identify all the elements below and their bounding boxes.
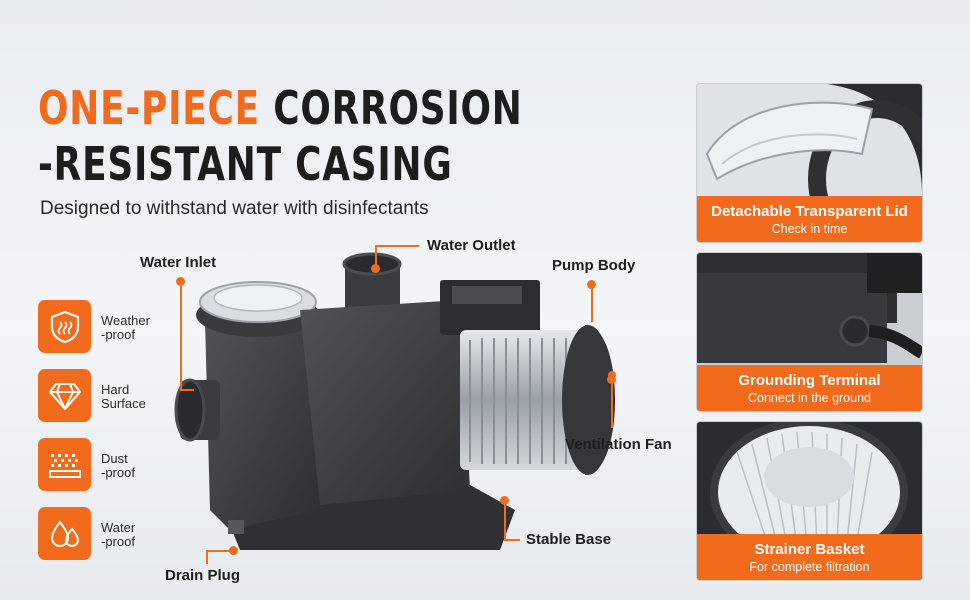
card-label: Detachable Transparent Lid Check in time <box>697 196 922 242</box>
card-grounding-terminal: Grounding Terminal Connect in the ground <box>696 252 923 412</box>
callout-leader <box>375 245 419 247</box>
callout-marker <box>607 375 616 384</box>
callout-stable-base: Stable Base <box>526 531 612 548</box>
feature-waterproof: Water -proof <box>38 507 188 561</box>
callout-pump-body: Pump Body <box>552 257 636 274</box>
feature-dustproof: Dust -proof <box>38 438 188 492</box>
weatherproof-icon <box>38 300 91 353</box>
feature-label-1: Hard <box>101 382 130 397</box>
subtitle: Designed to withstand water with disinfe… <box>40 198 429 219</box>
callout-leader <box>180 389 194 391</box>
callout-leader <box>206 550 208 564</box>
callout-leader <box>591 284 593 322</box>
feature-label-2: -proof <box>101 327 135 342</box>
card-label: Grounding Terminal Connect in the ground <box>697 365 922 411</box>
callout-leader <box>206 550 232 552</box>
feature-hard-surface: Hard Surface <box>38 369 188 423</box>
feature-label-2: -proof <box>101 534 135 549</box>
feature-label-1: Dust <box>101 451 128 466</box>
strainer-basket-photo <box>697 422 922 580</box>
diamond-icon <box>38 369 91 422</box>
card-subtitle: Connect in the ground <box>747 391 871 405</box>
card-subtitle: For complete filtration <box>749 560 870 574</box>
feature-label-2: -proof <box>101 465 135 480</box>
headline-line1: CORROSION <box>259 81 523 135</box>
card-subtitle: Check in time <box>771 222 848 236</box>
callout-drain-plug: Drain Plug <box>165 567 241 584</box>
callout-water-inlet: Water Inlet <box>140 254 217 271</box>
callout-marker <box>229 546 238 555</box>
callout-leader <box>180 282 182 390</box>
callout-leader <box>504 500 506 540</box>
dustproof-icon <box>38 438 91 491</box>
feature-label-1: Weather <box>101 313 150 328</box>
card-title: Strainer Basket <box>754 541 865 558</box>
callout-water-outlet: Water Outlet <box>427 237 516 254</box>
callout-ventilation-fan: Ventilation Fan <box>565 436 672 453</box>
card-transparent-lid: Detachable Transparent Lid Check in time <box>696 83 923 243</box>
feature-weatherproof: Weather -proof <box>38 300 188 354</box>
headline-line2: -RESISTANT CASING <box>38 137 453 191</box>
callout-leader <box>504 539 520 541</box>
feature-label-1: Water <box>101 520 136 535</box>
callout-marker <box>371 264 380 273</box>
card-label: Strainer Basket For complete filtration <box>697 534 922 580</box>
feature-label-2: Surface <box>101 396 146 411</box>
callout-leader <box>611 380 613 428</box>
waterproof-icon <box>38 507 91 560</box>
headline-accent: ONE-PIECE <box>38 81 260 135</box>
card-title: Grounding Terminal <box>738 372 881 389</box>
card-strainer-basket: Strainer Basket For complete filtration <box>696 421 923 581</box>
headline: ONE-PIECE CORROSION -RESISTANT CASING <box>38 80 523 192</box>
callout-leader <box>375 245 377 267</box>
card-title: Detachable Transparent Lid <box>711 203 908 220</box>
callout-marker <box>176 277 185 286</box>
pool-pump-illustration <box>174 252 616 550</box>
